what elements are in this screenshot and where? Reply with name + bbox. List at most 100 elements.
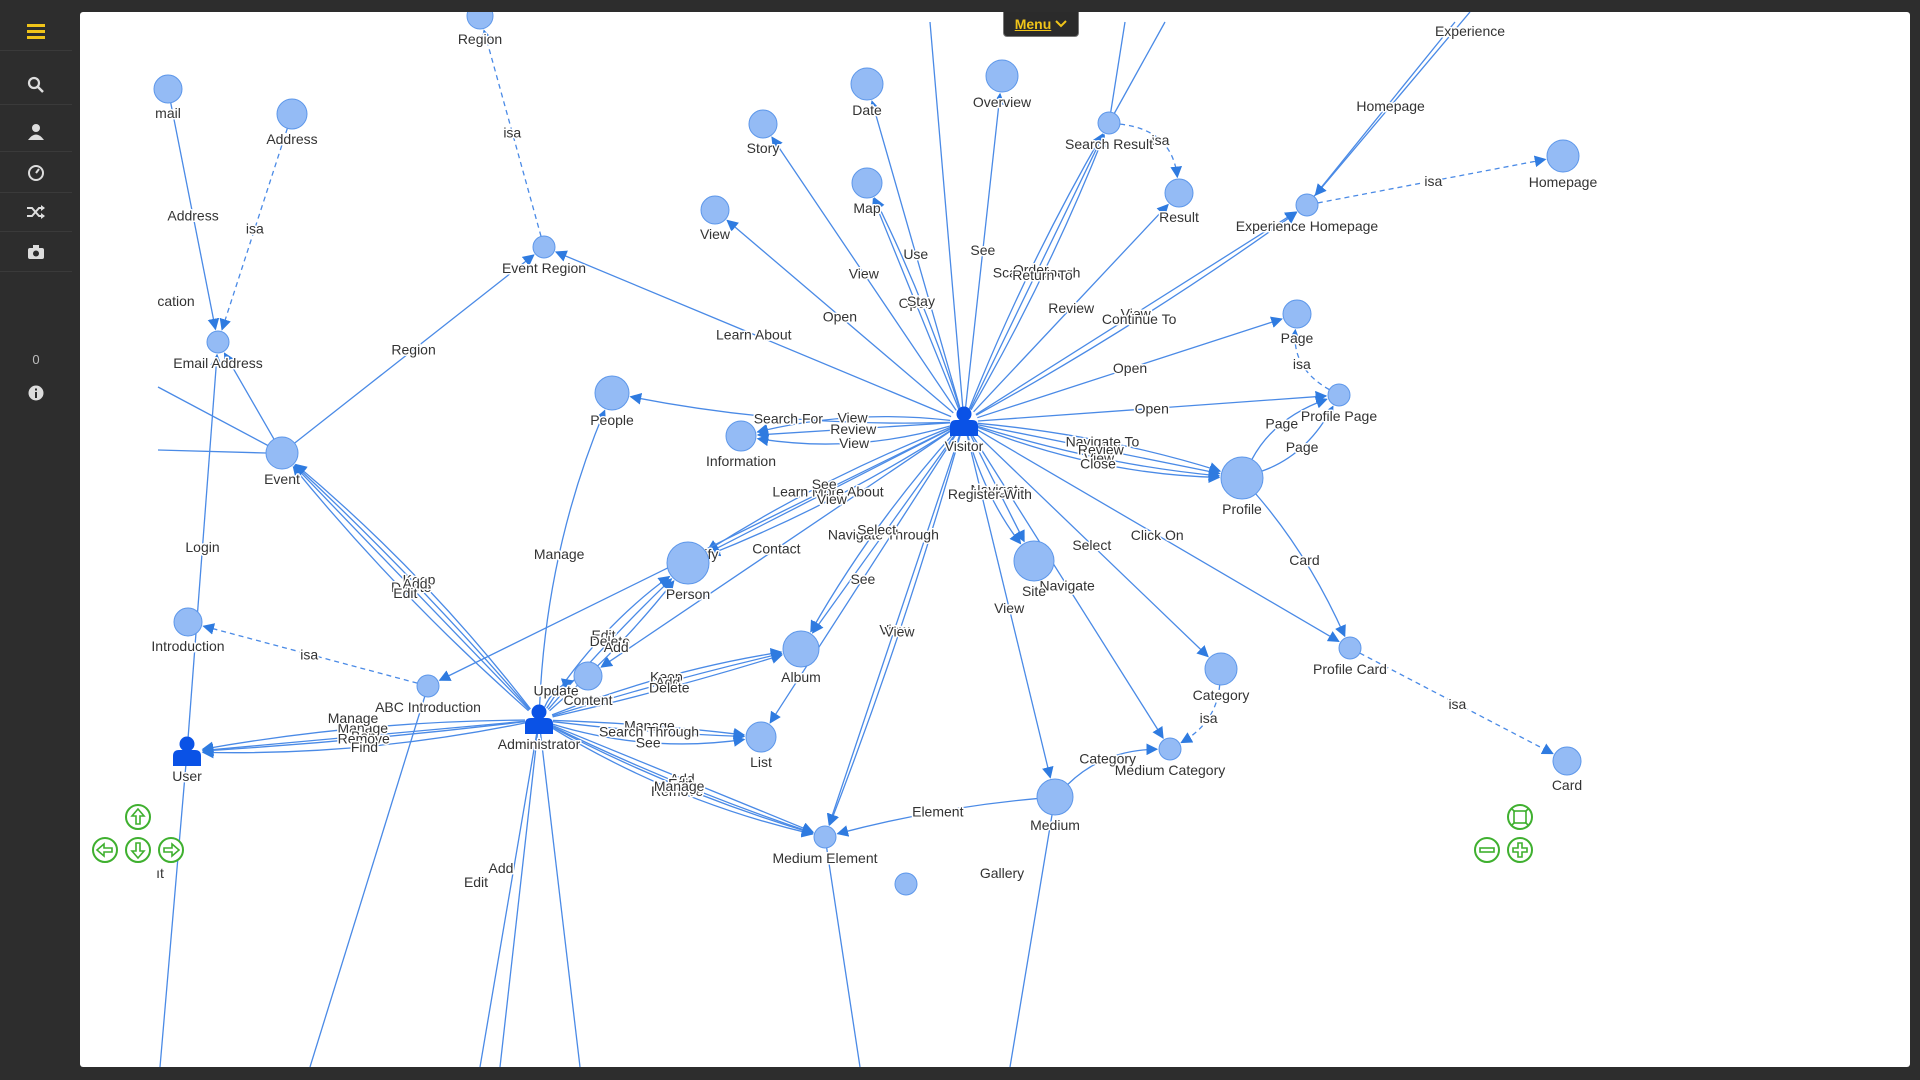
edge-line (975, 211, 1297, 416)
edge-line (973, 203, 1169, 413)
node-label: Person (666, 586, 710, 602)
concept-node[interactable] (594, 375, 630, 411)
edge-line (975, 211, 1298, 416)
edge-label: Contact (752, 541, 800, 557)
edge-label: Return To (1012, 267, 1073, 283)
edge-label: Learn More About (772, 483, 883, 499)
edge-line (600, 429, 953, 668)
edge-line (977, 422, 1222, 474)
dashboard-icon[interactable] (0, 154, 72, 193)
edge-label: Search For (754, 410, 824, 426)
edge-line (170, 102, 220, 331)
edge-line (549, 580, 675, 712)
zoom-in-button[interactable] (1505, 835, 1535, 865)
concept-node[interactable] (1097, 111, 1121, 135)
edge-line (811, 432, 957, 634)
edge-label: View (879, 622, 910, 638)
edge-label: See (812, 476, 837, 492)
actor-node[interactable] (950, 406, 978, 437)
pan-left-button[interactable] (90, 835, 120, 865)
edge-label: Stay (907, 293, 935, 309)
concept-node[interactable] (748, 109, 778, 139)
concept-node[interactable] (666, 541, 710, 585)
edge-line (756, 425, 951, 447)
edge-line (973, 431, 1209, 658)
concept-node[interactable] (532, 235, 556, 259)
concept-node[interactable] (1036, 778, 1074, 816)
concept-node[interactable] (745, 721, 777, 753)
node-label: Region (458, 31, 502, 47)
concept-node[interactable] (1282, 299, 1312, 329)
node-label: Event Region (502, 260, 586, 276)
fit-screen-button[interactable] (1505, 802, 1535, 832)
concept-node[interactable] (416, 674, 440, 698)
node-label: Overview (973, 94, 1032, 110)
edge-line (968, 133, 1104, 410)
edge-label: Login (185, 539, 219, 555)
node-label: Map (853, 200, 880, 216)
edge-line (1306, 21, 1456, 206)
edge-line (969, 133, 1104, 410)
concept-node[interactable] (985, 59, 1019, 93)
concept-node[interactable] (153, 74, 183, 104)
concept-node[interactable] (1164, 178, 1194, 208)
concept-node[interactable] (1220, 456, 1264, 500)
menu-icon[interactable] (0, 12, 72, 51)
edge-label: Add (403, 575, 428, 591)
menu-button[interactable]: Menu (1003, 12, 1079, 37)
actor-label: Administrator (498, 736, 581, 752)
info-icon[interactable] (0, 374, 72, 412)
concept-node[interactable] (1338, 636, 1362, 660)
edge-label: Card (1289, 552, 1319, 568)
edge-line (201, 719, 526, 754)
edge-line (1119, 123, 1183, 179)
edge-line (836, 797, 1038, 837)
edge-label: Add (604, 639, 629, 655)
concept-node[interactable] (725, 420, 757, 452)
concept-node[interactable] (1158, 737, 1182, 761)
concept-node[interactable] (173, 607, 203, 637)
search-icon[interactable] (0, 66, 72, 105)
pan-up-button[interactable] (123, 802, 153, 832)
concept-node[interactable] (276, 98, 308, 130)
edge-line (552, 652, 784, 718)
node-label: ABC Introduction (375, 699, 481, 715)
concept-node[interactable] (894, 872, 918, 896)
shuffle-icon[interactable] (0, 193, 72, 232)
edge-line (970, 433, 1164, 739)
chevron-down-icon (1055, 20, 1067, 28)
edge-label: Manage (328, 710, 379, 726)
edge-line (1251, 397, 1328, 460)
pan-right-button[interactable] (156, 835, 186, 865)
concept-node[interactable] (851, 167, 883, 199)
concept-node[interactable] (1327, 383, 1351, 407)
edge-label: Select (857, 521, 896, 537)
menu-label: Menu (1014, 16, 1052, 32)
concept-node[interactable] (573, 661, 603, 691)
edge-label: Experience (1435, 23, 1505, 39)
concept-node[interactable] (1546, 139, 1580, 173)
pan-down-button[interactable] (123, 835, 153, 865)
edge-label: Order (1013, 261, 1049, 277)
concept-node[interactable] (206, 330, 230, 354)
concept-node[interactable] (466, 12, 494, 30)
actor-node[interactable] (525, 704, 553, 735)
concept-node[interactable] (1204, 652, 1238, 686)
concept-node[interactable] (1295, 193, 1319, 217)
edge-label: Page (1265, 415, 1298, 431)
edge-label: Select (1072, 537, 1111, 553)
concept-node[interactable] (850, 67, 884, 101)
zoom-out-button[interactable] (1472, 835, 1502, 865)
concept-node[interactable] (782, 630, 820, 668)
concept-node[interactable] (813, 825, 837, 849)
camera-icon[interactable] (0, 233, 72, 272)
actor-node[interactable] (173, 736, 201, 767)
edge-line (202, 623, 418, 684)
concept-node[interactable] (265, 436, 299, 470)
user-icon[interactable] (0, 113, 72, 152)
concept-node[interactable] (1013, 540, 1055, 582)
concept-node[interactable] (1552, 746, 1582, 776)
concept-node[interactable] (700, 195, 730, 225)
